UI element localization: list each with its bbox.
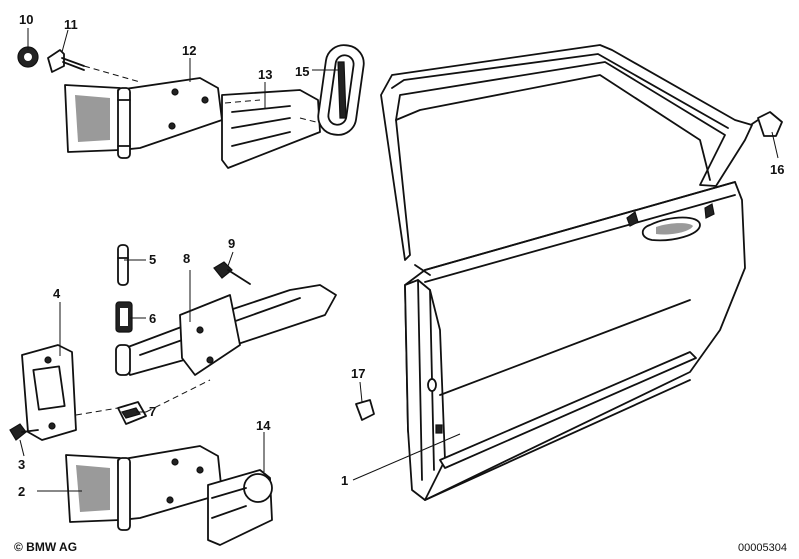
upper-hinge <box>64 77 223 159</box>
check-strap-clip <box>75 379 211 425</box>
callout-6: 6 <box>149 311 157 326</box>
lower-shim-plate <box>207 469 273 546</box>
callout-4: 4 <box>53 286 61 301</box>
check-strap-pin <box>117 244 129 286</box>
lower-hinge <box>65 445 223 531</box>
callout-15: 15 <box>295 64 310 79</box>
leader-lines <box>19 28 779 492</box>
callout-14: 14 <box>256 418 271 433</box>
hinge-screw <box>47 49 141 83</box>
callout-1: 1 <box>341 473 349 488</box>
check-strap-bolt <box>213 261 251 285</box>
door-grommet <box>317 44 365 136</box>
callout-9: 9 <box>228 236 236 251</box>
callout-5: 5 <box>149 252 157 267</box>
callout-17: 17 <box>351 366 366 381</box>
hinge-backing-plate <box>21 344 77 441</box>
callout-8: 8 <box>183 251 191 266</box>
callout-2: 2 <box>18 484 26 499</box>
diagram-number: 00005304 <box>738 542 787 554</box>
door-check-strap <box>115 284 337 376</box>
hinge-bolt <box>9 423 39 441</box>
check-strap-bushing <box>115 301 133 333</box>
callout-11: 11 <box>64 17 78 32</box>
callout-16: 16 <box>770 162 785 177</box>
window-frame-plug <box>751 111 783 137</box>
callout-7: 7 <box>149 404 157 419</box>
callout-3: 3 <box>18 457 26 472</box>
callout-12: 12 <box>182 43 197 58</box>
door-shell <box>380 44 753 501</box>
door-plug <box>355 399 375 421</box>
callout-10: 10 <box>19 12 34 27</box>
copyright-text: © BMW AG <box>14 540 78 554</box>
callout-13: 13 <box>258 67 273 82</box>
